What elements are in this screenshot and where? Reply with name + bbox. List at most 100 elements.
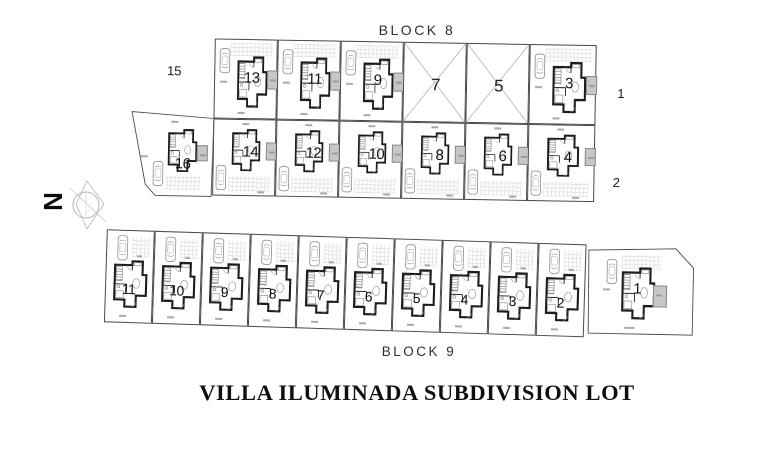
micro-label xyxy=(333,80,340,83)
house-floorplan xyxy=(161,261,196,310)
house-floorplan xyxy=(362,58,394,110)
block9-lot-8: 8 xyxy=(247,233,299,329)
lot-number: 9 xyxy=(220,283,229,301)
micro-label xyxy=(242,122,250,125)
car-icon xyxy=(357,242,369,268)
block9-lot-3: 3 xyxy=(487,241,539,336)
block8-bottom-lot-4: 4 xyxy=(527,123,596,203)
micro-label xyxy=(311,320,319,323)
micro-label xyxy=(376,262,382,265)
micro-label xyxy=(520,155,527,158)
house-floorplan xyxy=(352,267,388,316)
micro-label xyxy=(119,314,127,317)
block8-bottom-lot-14: 14 xyxy=(212,118,278,197)
car-icon xyxy=(282,49,294,75)
car-icon xyxy=(215,165,227,191)
patio-block xyxy=(584,147,596,167)
paving-hatch xyxy=(291,176,333,193)
micro-label xyxy=(346,82,354,85)
micro-label xyxy=(140,155,148,157)
micro-label xyxy=(184,256,191,259)
micro-label xyxy=(263,319,271,321)
block8-top-lot-9: 9 xyxy=(339,40,405,122)
paving-hatch xyxy=(480,180,522,196)
lot-number: 13 xyxy=(243,69,260,87)
block8-bottom-lot-12: 12 xyxy=(275,119,341,198)
micro-label xyxy=(457,154,464,157)
house-floorplan xyxy=(496,272,532,321)
micro-label xyxy=(283,81,291,84)
micro-label xyxy=(394,153,401,156)
block9-label: BLOCK 9 xyxy=(381,344,457,359)
micro-label xyxy=(446,194,454,197)
block9-lot1-parcel: 1 xyxy=(586,246,696,338)
house-floorplan xyxy=(621,267,656,320)
micro-label xyxy=(268,151,275,154)
block8-top-lot-3: 3 xyxy=(528,43,598,126)
lot-number: 6 xyxy=(364,288,373,305)
block9-lot-7: 7 xyxy=(295,235,347,330)
block8-top-lot-7: 7 xyxy=(402,41,467,123)
micro-label xyxy=(406,323,415,326)
paving-hatch xyxy=(354,177,396,194)
house-floorplan xyxy=(256,264,292,313)
lot-number: 4 xyxy=(460,291,469,308)
car-icon xyxy=(345,50,357,76)
block8-bottom-lot-8: 8 xyxy=(401,121,466,200)
paving-hatch xyxy=(166,175,201,191)
micro-label xyxy=(280,259,286,262)
house-floorplan xyxy=(448,270,484,319)
micro-label xyxy=(552,117,560,120)
block8-top-lot-11: 11 xyxy=(276,39,342,121)
house-floorplan xyxy=(357,131,387,174)
car-icon xyxy=(606,258,618,285)
micro-label xyxy=(368,125,376,127)
block9-lot-11: 11 xyxy=(103,229,155,324)
house-floorplan xyxy=(231,129,261,172)
block9-lot-9: 9 xyxy=(199,232,251,327)
lot-number: 12 xyxy=(305,144,322,163)
block8-bottom-lot-6: 6 xyxy=(464,122,529,201)
compass-rose-icon xyxy=(69,180,107,230)
micro-label xyxy=(270,79,277,82)
house-floorplan xyxy=(236,56,268,108)
lot-number: 7 xyxy=(316,286,325,304)
micro-label xyxy=(171,120,179,123)
car-icon xyxy=(152,160,164,187)
paving-hatch xyxy=(543,181,589,198)
car-icon xyxy=(467,169,479,195)
paving-hatch xyxy=(417,179,459,195)
block8-lot1-label: 1 xyxy=(617,86,625,102)
patio-block xyxy=(585,75,598,96)
lot-number: 2 xyxy=(556,294,565,311)
lot-number: 4 xyxy=(563,149,572,167)
house-floorplan xyxy=(420,132,450,175)
micro-label xyxy=(655,294,662,297)
block9-lot-2: 2 xyxy=(535,242,587,338)
house-floorplan xyxy=(304,266,340,314)
lot-number: 9 xyxy=(373,71,382,89)
block9-lot-6: 6 xyxy=(343,236,395,332)
micro-label xyxy=(167,316,175,318)
house-floorplan xyxy=(167,128,198,173)
micro-label xyxy=(305,124,313,126)
car-icon xyxy=(219,48,231,74)
micro-label xyxy=(215,317,223,320)
house-floorplan xyxy=(299,57,331,109)
car-icon xyxy=(341,167,353,193)
car-icon xyxy=(530,170,542,196)
lot-number: 7 xyxy=(430,75,441,95)
lot-number: 3 xyxy=(508,292,517,310)
micro-label xyxy=(300,112,308,115)
lot-number: 11 xyxy=(307,70,323,88)
micro-label xyxy=(383,193,391,196)
micro-label xyxy=(603,288,611,290)
block8-top-lot-13: 13 xyxy=(213,38,279,120)
micro-label xyxy=(232,258,238,260)
vacant-lot-cross xyxy=(403,43,465,122)
micro-label xyxy=(502,326,510,329)
micro-label xyxy=(520,267,526,269)
block9-lot-10: 10 xyxy=(151,230,203,326)
lot15-label: 15 xyxy=(166,63,182,79)
